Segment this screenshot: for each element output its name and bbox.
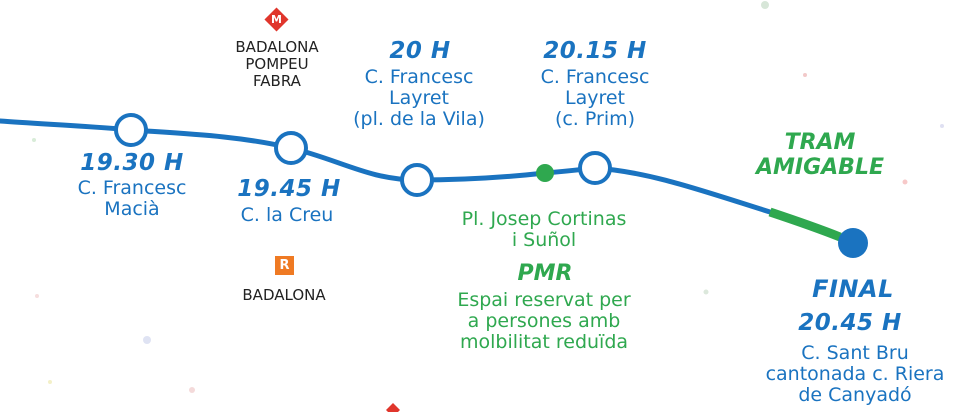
tram-segment xyxy=(768,207,842,242)
stop-time: 19.45 H xyxy=(237,176,341,202)
confetti-dot xyxy=(189,387,195,393)
confetti-dot xyxy=(143,336,151,344)
rodalies-station-label: BADALONA xyxy=(242,286,326,304)
pmr-title: PMR xyxy=(517,261,573,286)
green-stop-dot xyxy=(536,164,554,182)
metro-station-label: BADALONA POMPEU FABRA xyxy=(235,38,319,90)
confetti-dot xyxy=(761,1,769,9)
stop-name: C. la Creu xyxy=(240,204,334,226)
final-stop-dot xyxy=(838,228,868,258)
confetti-dot xyxy=(803,73,807,77)
tram-amigable-label: TRAM AMIGABLE xyxy=(755,130,884,180)
stop-circle xyxy=(400,163,434,197)
rodalies-icon: R xyxy=(275,256,294,275)
confetti-dot xyxy=(32,138,36,142)
stop-circle xyxy=(114,113,148,147)
green-stop-label: Pl. Josep Cortinas i Suñol xyxy=(461,208,627,251)
final-stop-name: C. Sant Bru cantonada c. Riera de Canyad… xyxy=(765,342,945,406)
stop-name: C. Francesc Macià xyxy=(77,177,187,220)
final-label: FINAL xyxy=(812,275,894,303)
stop-time: 20 H xyxy=(389,38,451,64)
stop-circle xyxy=(578,151,612,185)
confetti-dot xyxy=(902,179,908,185)
confetti-dot xyxy=(48,380,52,384)
confetti-dot xyxy=(703,289,709,295)
confetti-dot xyxy=(35,294,39,298)
metro-icon: M xyxy=(264,7,289,32)
stop-name: C. Francesc Layret (c. Prim) xyxy=(540,66,650,130)
metro-icon-partial xyxy=(386,403,400,412)
pmr-text: Espai reservat per a persones amb molbil… xyxy=(457,289,631,353)
stop-name: C. Francesc Layret (pl. de la Vila) xyxy=(353,66,485,130)
stop-time: 19.30 H xyxy=(80,150,184,176)
stop-time: 20.15 H xyxy=(543,38,647,64)
stop-circle xyxy=(274,131,308,165)
confetti-dot xyxy=(940,124,944,128)
final-time: 20.45 H xyxy=(798,310,902,336)
